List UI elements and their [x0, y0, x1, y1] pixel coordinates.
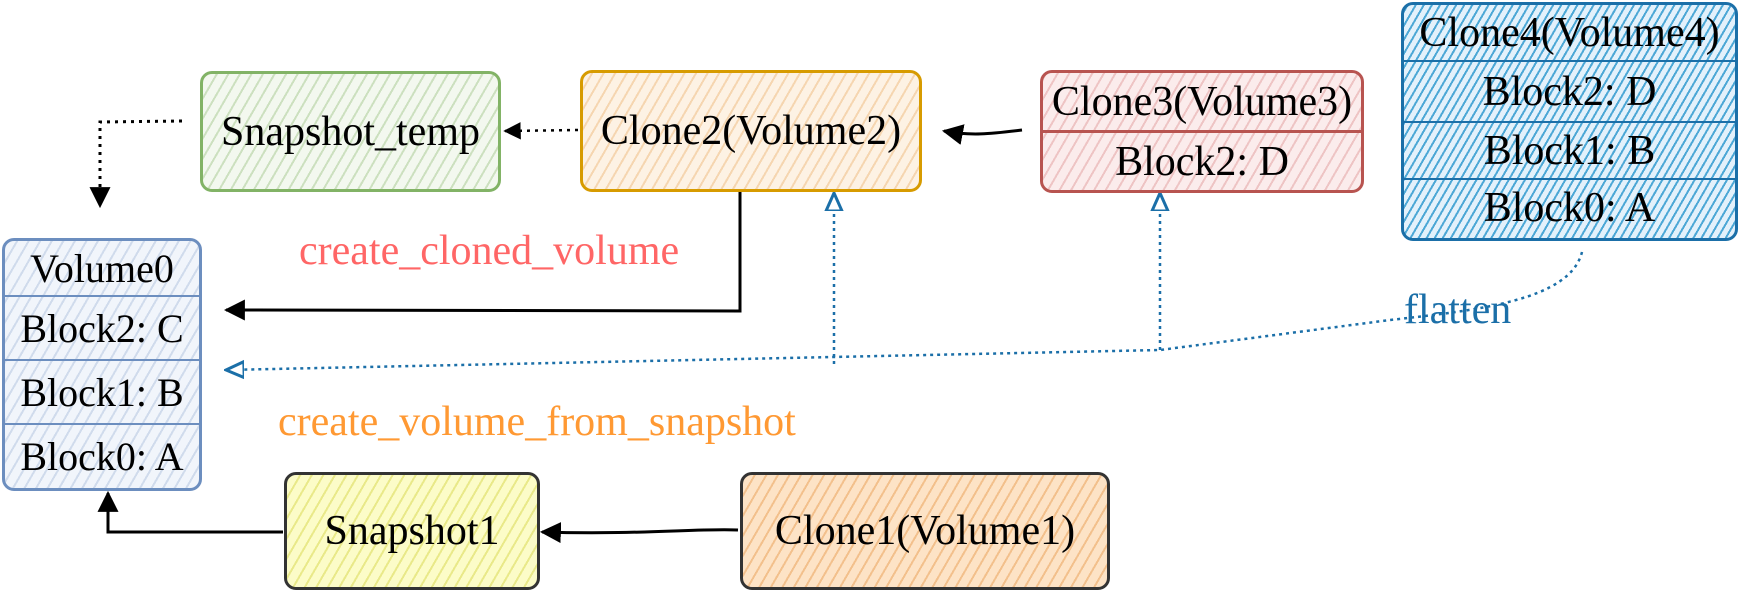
clone3-title: Clone3(Volume3): [1043, 73, 1361, 133]
volume0-block2: Block2: C: [5, 297, 199, 361]
edge-flatten-to-volume0: [226, 251, 1584, 370]
volume0-block0: Block0: A: [20, 434, 184, 479]
edge-clone3-to-clone2: [941, 124, 1023, 145]
flatten-label: flatten: [1404, 287, 1512, 333]
edge-clone1-to-snapshot1: [539, 522, 739, 544]
clone3-block2: Block2: D: [1115, 138, 1289, 185]
clone4-block1: Block1: B: [1404, 123, 1735, 180]
clone1-node: Clone1(Volume1): [740, 472, 1110, 590]
clone4-block0: Block0: A: [1483, 185, 1656, 231]
edge-snapshot-temp-to-volume0: [89, 119, 183, 209]
snapshot-temp-label: Snapshot_temp: [221, 108, 480, 155]
edge-snapshot1-to-volume0: [97, 490, 283, 534]
clone4-node: Clone4(Volume4) Block2: D Block1: B Bloc…: [1401, 2, 1738, 241]
create-volume-from-snapshot-label: create_volume_from_snapshot: [278, 399, 796, 445]
volume0-title: Volume0: [5, 241, 199, 297]
edge-clone2-to-snapshot-temp: [503, 122, 579, 140]
clone4-block2: Block2: D: [1404, 62, 1735, 123]
clone3-node: Clone3(Volume3) Block2: D: [1040, 70, 1364, 193]
volume0-node: Volume0 Block2: C Block1: B Block0: A: [2, 238, 202, 491]
clone1-label: Clone1(Volume1): [774, 508, 1076, 554]
clone2-node: Clone2(Volume2): [580, 70, 922, 192]
snapshot-temp-node: Snapshot_temp: [200, 71, 501, 192]
clone4-title: Clone4(Volume4): [1404, 5, 1735, 62]
volume0-block1: Block1: B: [5, 361, 199, 425]
edge-clone2-to-volume0: [223, 190, 742, 321]
snapshot1-label: Snapshot1: [324, 508, 500, 554]
snapshot1-node: Snapshot1: [284, 472, 540, 590]
create-cloned-volume-label: create_cloned_volume: [299, 228, 680, 274]
clone2-label: Clone2(Volume2): [600, 108, 902, 154]
